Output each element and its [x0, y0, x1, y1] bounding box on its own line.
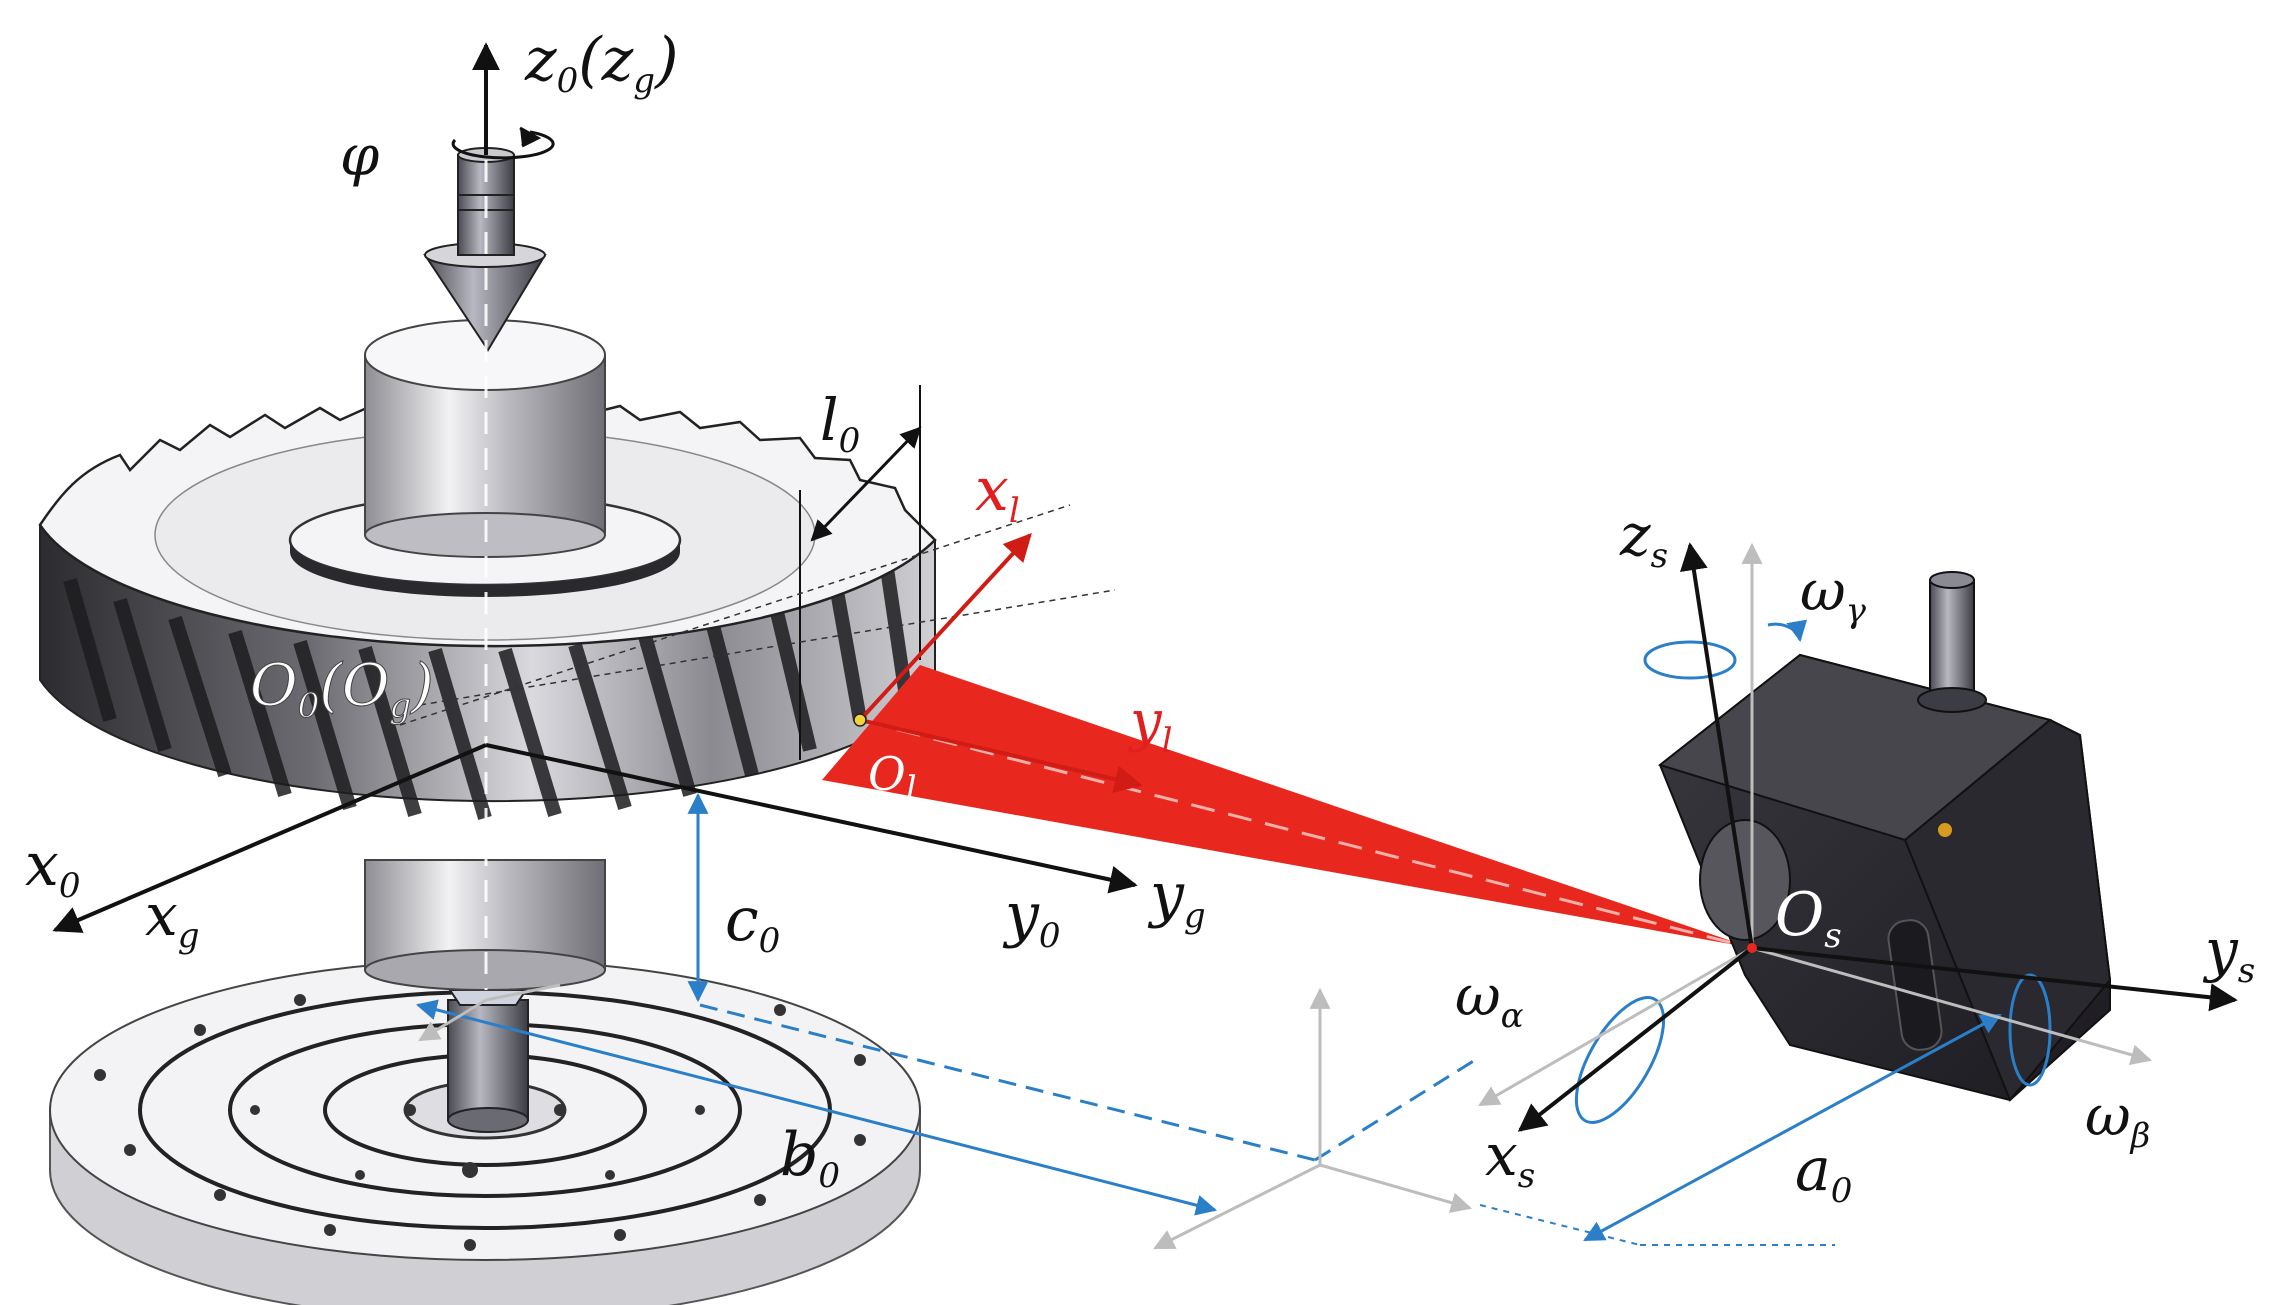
label-ys: ys: [2202, 916, 2255, 991]
label-O0: O0(Og): [250, 651, 434, 726]
label-xl: xl: [975, 455, 1020, 531]
axis-x0: [52, 743, 487, 933]
label-y0: y0: [1002, 880, 1061, 956]
lower-hub: [364, 859, 606, 991]
axis-y0: [485, 743, 1138, 894]
label-yg: yg: [1147, 860, 1206, 936]
axis-zs: [1679, 542, 1754, 949]
label-Ol: Ol: [868, 747, 917, 809]
rotation-arrows: [1574, 619, 2052, 1124]
label-z0: z0(zg): [524, 25, 678, 101]
lower-spindle: [447, 989, 529, 1133]
coordinate-axes-black: [52, 42, 2238, 1132]
origin-os-point: [1747, 943, 1757, 953]
label-omega-beta: ωβ: [2085, 1084, 2150, 1156]
label-xs: xs: [1485, 1121, 1535, 1196]
labels: z0(zg) φ l0 xl yl Ol O0(Og) x0 xg c0 y0 …: [25, 25, 2255, 1211]
label-Os: Os: [1775, 880, 1842, 956]
dimension-lines: [415, 792, 2002, 1246]
l0-dimension: [810, 426, 922, 542]
axis-xl: [858, 532, 1032, 722]
label-x0: x0: [25, 830, 80, 906]
label-omega-alpha: ωα: [1455, 964, 1524, 1036]
axis-ys: [1751, 946, 2238, 1012]
axis-xs: [1517, 946, 1754, 1132]
laser-axes-red: [858, 532, 1143, 793]
reference-axes-gray: [418, 542, 2153, 1250]
label-a0: a0: [1795, 1135, 1852, 1211]
axis-yl: [859, 718, 1143, 793]
gear-teeth-stripes: [63, 553, 912, 820]
label-phi: φ: [340, 124, 379, 189]
label-c0: c0: [725, 885, 780, 961]
laser-plane: [822, 665, 1753, 950]
label-omega-gamma: ωγ: [1800, 559, 1867, 631]
construction-lines: [399, 504, 1116, 726]
label-xg: xg: [145, 881, 199, 956]
origin-ol-point: [853, 713, 867, 727]
laser-sensor: [1657, 571, 2112, 1102]
label-yl: yl: [1127, 689, 1173, 761]
phi-rotation-arrow: [451, 126, 555, 160]
label-b0: b0: [780, 1120, 840, 1196]
label-zs: zs: [1619, 501, 1668, 576]
label-l0: l0: [820, 386, 860, 461]
